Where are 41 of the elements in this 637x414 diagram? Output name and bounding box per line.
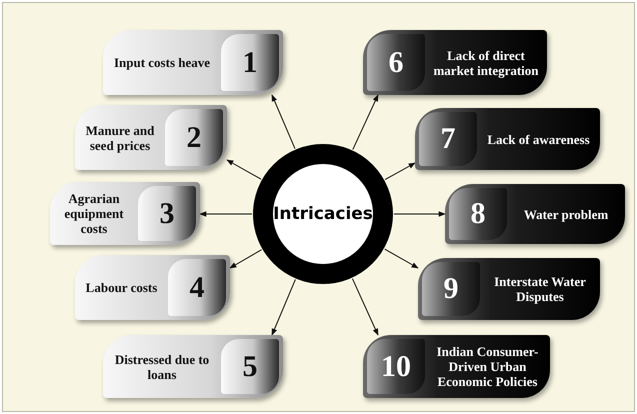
- step-number: 8: [449, 188, 507, 240]
- step-number: 5: [221, 339, 279, 394]
- process-box: [363, 30, 547, 95]
- step-number: 10: [367, 339, 425, 394]
- process-box: [103, 30, 283, 95]
- step-number: 4: [168, 259, 226, 316]
- step-number: 3: [138, 186, 196, 241]
- hub-label: Intricacies: [273, 204, 373, 224]
- arrow: [199, 211, 252, 217]
- process-box: [418, 258, 600, 320]
- box-text: Input costs heave: [112, 55, 212, 70]
- process-box: [103, 335, 283, 398]
- box-text: Interstate Water Disputes: [493, 274, 587, 304]
- process-box: [445, 184, 625, 244]
- process-box: [75, 255, 230, 320]
- process-box: [50, 182, 200, 245]
- arrow: [352, 278, 378, 336]
- arrow: [384, 162, 416, 180]
- box-text: Lack of awareness: [486, 132, 591, 146]
- arrow: [394, 211, 446, 217]
- arrow: [384, 248, 419, 268]
- process-box: [363, 335, 550, 398]
- box-text: Labour costs: [84, 280, 158, 295]
- box-text: Water problem: [522, 206, 610, 222]
- arrow: [352, 94, 378, 150]
- box-text: Agrarian equipment costs: [63, 191, 125, 236]
- step-number: 1: [221, 34, 279, 91]
- arrow: [272, 278, 296, 336]
- box-text: Manure and seed prices: [84, 122, 156, 152]
- process-box: [415, 108, 600, 170]
- box-text: Indian Consumer-Driven Urban Economic Policies: [436, 344, 540, 389]
- arrow: [226, 160, 262, 180]
- box-text: Distressed due to loans: [114, 352, 210, 382]
- step-number: 6: [367, 34, 425, 91]
- step-number: 7: [419, 112, 477, 166]
- step-number: 2: [165, 109, 223, 166]
- arrow: [272, 94, 296, 150]
- box-text: Lack of direct market integration: [432, 48, 540, 78]
- step-number: 9: [422, 262, 480, 316]
- process-box: [75, 105, 227, 170]
- arrow: [229, 249, 262, 268]
